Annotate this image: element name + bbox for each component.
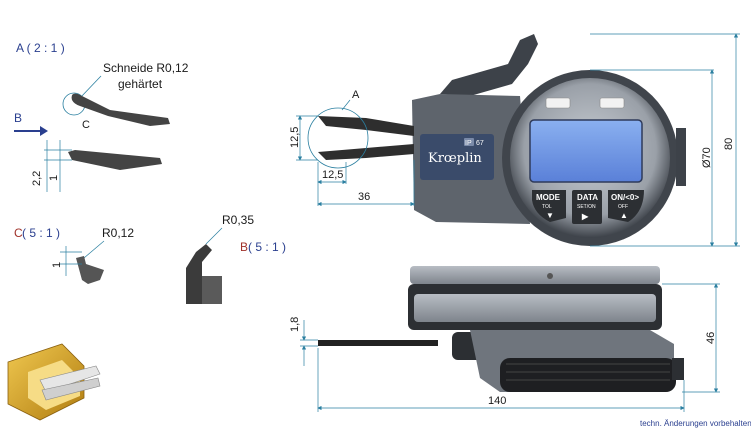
side-knob — [672, 358, 684, 380]
marker-c: C — [82, 119, 90, 131]
edge-callout-line2: gehärtet — [118, 77, 163, 91]
side-knurl-ring — [500, 358, 676, 392]
edge-callout-line1: Schneide R0,12 — [103, 61, 189, 75]
dim-reach: 36 — [358, 191, 370, 203]
ip-prefix: IP — [465, 140, 472, 147]
dim-body-depth: 46 — [705, 332, 717, 344]
svg-text:SET/ON: SET/ON — [577, 204, 596, 210]
dim-jaw-width: 12,5 — [322, 169, 343, 181]
ip-value: 67 — [476, 140, 484, 147]
dim-dial-diameter: Ø70 — [701, 147, 713, 168]
b-jaw-face — [202, 276, 222, 304]
side-top-plate — [410, 266, 660, 284]
button-on-off[interactable]: ON/<0> OFF ▲ — [608, 190, 644, 222]
indicator-left — [545, 97, 571, 109]
svg-text:ON/<0>: ON/<0> — [611, 193, 639, 202]
dim-tip-thick: 1 — [48, 175, 60, 181]
side-body-panel — [414, 294, 656, 322]
marker-a: A — [352, 89, 360, 101]
lcd-display — [529, 119, 643, 183]
brand-name: Krœplin — [428, 151, 482, 166]
brand-plate — [420, 134, 494, 180]
upper-jaw-tip — [71, 93, 170, 126]
view-b-detail: R0,35 B ( 5 : 1 ) — [186, 213, 286, 304]
gauge-front-view: Krœplin IP 67 MODE TOL ▼ DATA SET/ON ▶ O… — [307, 34, 686, 246]
svg-text:▶: ▶ — [581, 212, 589, 221]
view-a-title: A ( 2 : 1 ) — [16, 41, 65, 55]
lever-arm — [440, 34, 538, 96]
view-b-letter: B — [240, 240, 248, 254]
dim-total-length: 140 — [488, 395, 506, 407]
button-data[interactable]: DATA SET/ON ▶ — [572, 190, 602, 224]
svg-text:OFF: OFF — [618, 204, 628, 210]
svg-text:▼: ▼ — [546, 211, 554, 220]
dim-tip-gap: 2,2 — [31, 171, 43, 186]
button-mode[interactable]: MODE TOL ▼ — [532, 190, 566, 222]
dim-total-height: 80 — [723, 138, 735, 150]
c-edge-profile — [76, 256, 104, 284]
svg-text:MODE: MODE — [536, 193, 561, 202]
c-radius-label: R0,12 — [102, 226, 134, 240]
dim-jaw-thickness: 1,8 — [289, 317, 301, 332]
lower-jaw-tip — [68, 150, 162, 170]
view-b-arrowhead — [40, 126, 48, 136]
side-dimensions — [300, 283, 720, 412]
footer-note: techn. Änderungen vorbehalten — [640, 419, 751, 428]
front-dimensions — [296, 33, 740, 247]
indicator-right — [599, 97, 625, 109]
side-jaws — [318, 340, 438, 346]
gauge-side-view — [318, 266, 684, 392]
view-a-detail: A ( 2 : 1 ) Schneide R0,12 gehärtet C B … — [14, 41, 189, 192]
svg-text:DATA: DATA — [577, 193, 598, 202]
jaw-3d-render — [7, 343, 101, 421]
marker-b: B — [14, 111, 22, 125]
dim-c-height: 1 — [51, 262, 63, 268]
view-c-letter: C — [14, 226, 23, 240]
lower-jaw — [318, 144, 414, 160]
b-radius-label: R0,35 — [222, 213, 254, 227]
dim-jaw-height: 12,5 — [289, 127, 301, 148]
upper-jaw — [318, 116, 414, 136]
view-b-scale: ( 5 : 1 ) — [248, 240, 286, 254]
detail-a-circle — [307, 107, 369, 169]
side-knob — [676, 128, 686, 186]
edge-leader — [79, 75, 102, 99]
view-c-scale: ( 5 : 1 ) — [22, 226, 60, 240]
svg-text:▲: ▲ — [620, 211, 628, 220]
svg-text:TOL: TOL — [542, 204, 552, 210]
view-c-detail: C ( 5 : 1 ) R0,12 1 — [14, 226, 134, 284]
